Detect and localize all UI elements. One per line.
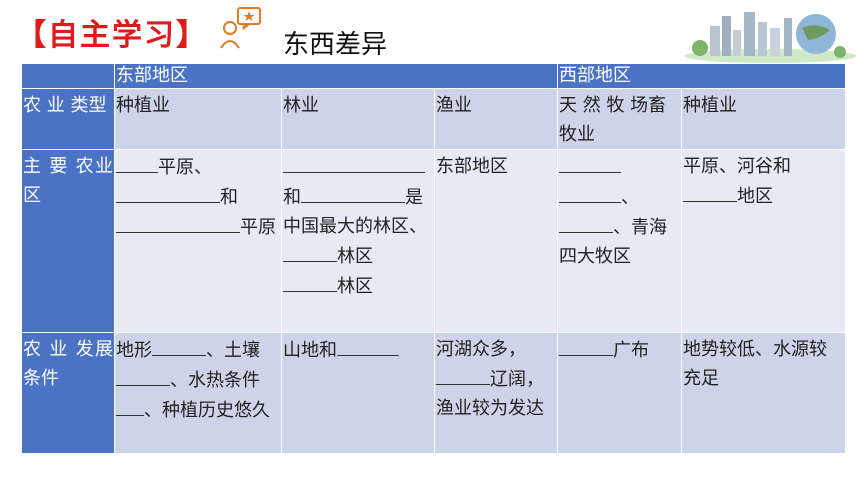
corner-cell — [21, 63, 115, 89]
cell-west-crop-areas: 平原、河谷和 地区 — [681, 149, 846, 333]
text-fragment: 山地和 — [283, 340, 337, 361]
answer-blank[interactable] — [337, 335, 399, 356]
section-label: 【自主学习】 — [16, 18, 208, 53]
cell-west-crop: 种植业 — [681, 88, 846, 150]
west-region-header: 西部地区 — [557, 63, 846, 89]
text-fragment: 林区 — [337, 276, 373, 297]
text-fragment: 平原、 — [158, 157, 212, 178]
answer-blank[interactable] — [559, 152, 621, 173]
table-header-row: 东部地区 西部地区 — [21, 63, 846, 89]
table-row: 主 要 农业区 平原、 和 平原 和是中国最大的林区、林区 林区 东部地区 、 … — [21, 149, 846, 333]
cell-east-fishery-conditions: 河湖众多， 辽阔，渔业较为发达 — [434, 332, 558, 454]
answer-blank[interactable] — [283, 241, 337, 262]
cell-east-crop: 种植业 — [114, 88, 282, 150]
text-fragment: 广布 — [613, 340, 649, 361]
east-region-header: 东部地区 — [114, 63, 558, 89]
discussion-people-icon — [220, 7, 261, 49]
text-fragment: 、种植历史悠久 — [144, 400, 270, 421]
cell-east-crop-conditions: 地形 、土壤、水热条件、种植历史悠久 — [114, 332, 282, 454]
answer-blank[interactable] — [116, 212, 240, 233]
answer-blank[interactable] — [559, 335, 613, 356]
header: 【自主学习】 东西差异 — [0, 0, 860, 63]
text-fragment: 平原 — [240, 217, 276, 238]
answer-blank[interactable] — [283, 152, 425, 173]
answer-blank[interactable] — [301, 182, 405, 203]
text-fragment: 和 — [220, 187, 238, 208]
cell-east-forestry: 林业 — [281, 88, 435, 150]
text-fragment: 、水热条件 — [170, 370, 260, 391]
text-fragment: 地区 — [737, 186, 773, 207]
cell-east-forest-areas: 和是中国最大的林区、林区 林区 — [281, 149, 435, 333]
topic-title: 东西差异 — [283, 30, 388, 60]
text-fragment: 辽阔，渔业较为发达 — [436, 369, 544, 419]
text-fragment: 、 — [621, 187, 639, 208]
cell-west-pasture: 天 然 牧 场畜牧业 — [557, 88, 682, 150]
answer-blank[interactable] — [116, 395, 144, 416]
answer-blank[interactable] — [559, 212, 613, 233]
cell-east-fishery-areas: 东部地区 — [434, 149, 558, 333]
row-label-main-areas: 主 要 农业区 — [21, 149, 115, 333]
answer-blank[interactable] — [436, 364, 490, 385]
text-fragment: 和 — [283, 187, 301, 208]
answer-blank[interactable] — [283, 271, 337, 292]
cell-east-forest-conditions: 山地和 — [281, 332, 435, 454]
text-fragment: 平原、河谷和 — [683, 156, 791, 177]
text-fragment: 地形 — [116, 340, 152, 361]
cell-east-fishery: 渔业 — [434, 88, 558, 150]
text-fragment: 、青海四大牧区 — [559, 217, 667, 267]
table-row: 农 业 类型 种植业 林业 渔业 天 然 牧 场畜牧业 种植业 — [21, 88, 846, 150]
comparison-table: 东部地区 西部地区 农 业 类型 种植业 林业 渔业 天 然 牧 场畜牧业 种植… — [21, 63, 846, 454]
text-fragment: 、土壤 — [206, 340, 260, 361]
city-skyline-decoration — [684, 12, 856, 63]
answer-blank[interactable] — [683, 181, 737, 202]
cell-west-pasture-areas: 、 、青海四大牧区 — [557, 149, 682, 333]
answer-blank[interactable] — [152, 335, 206, 356]
text-fragment: 河湖众多， — [436, 339, 526, 360]
text-fragment: 是中国最大的林区、 — [283, 187, 427, 237]
row-label-conditions: 农 业 发展条件 — [21, 332, 115, 454]
cell-east-crop-areas: 平原、 和 平原 — [114, 149, 282, 333]
cell-west-crop-conditions: 地势较低、水源较充足 — [681, 332, 846, 454]
row-label-agri-type: 农 业 类型 — [21, 88, 115, 150]
answer-blank[interactable] — [116, 152, 158, 173]
answer-blank[interactable] — [116, 365, 170, 386]
table-row: 农 业 发展条件 地形 、土壤、水热条件、种植历史悠久 山地和 河湖众多， 辽阔，… — [21, 332, 846, 454]
text-fragment: 林区 — [337, 246, 373, 267]
answer-blank[interactable] — [559, 182, 621, 203]
answer-blank[interactable] — [116, 182, 220, 203]
cell-west-pasture-conditions: 广布 — [557, 332, 682, 454]
